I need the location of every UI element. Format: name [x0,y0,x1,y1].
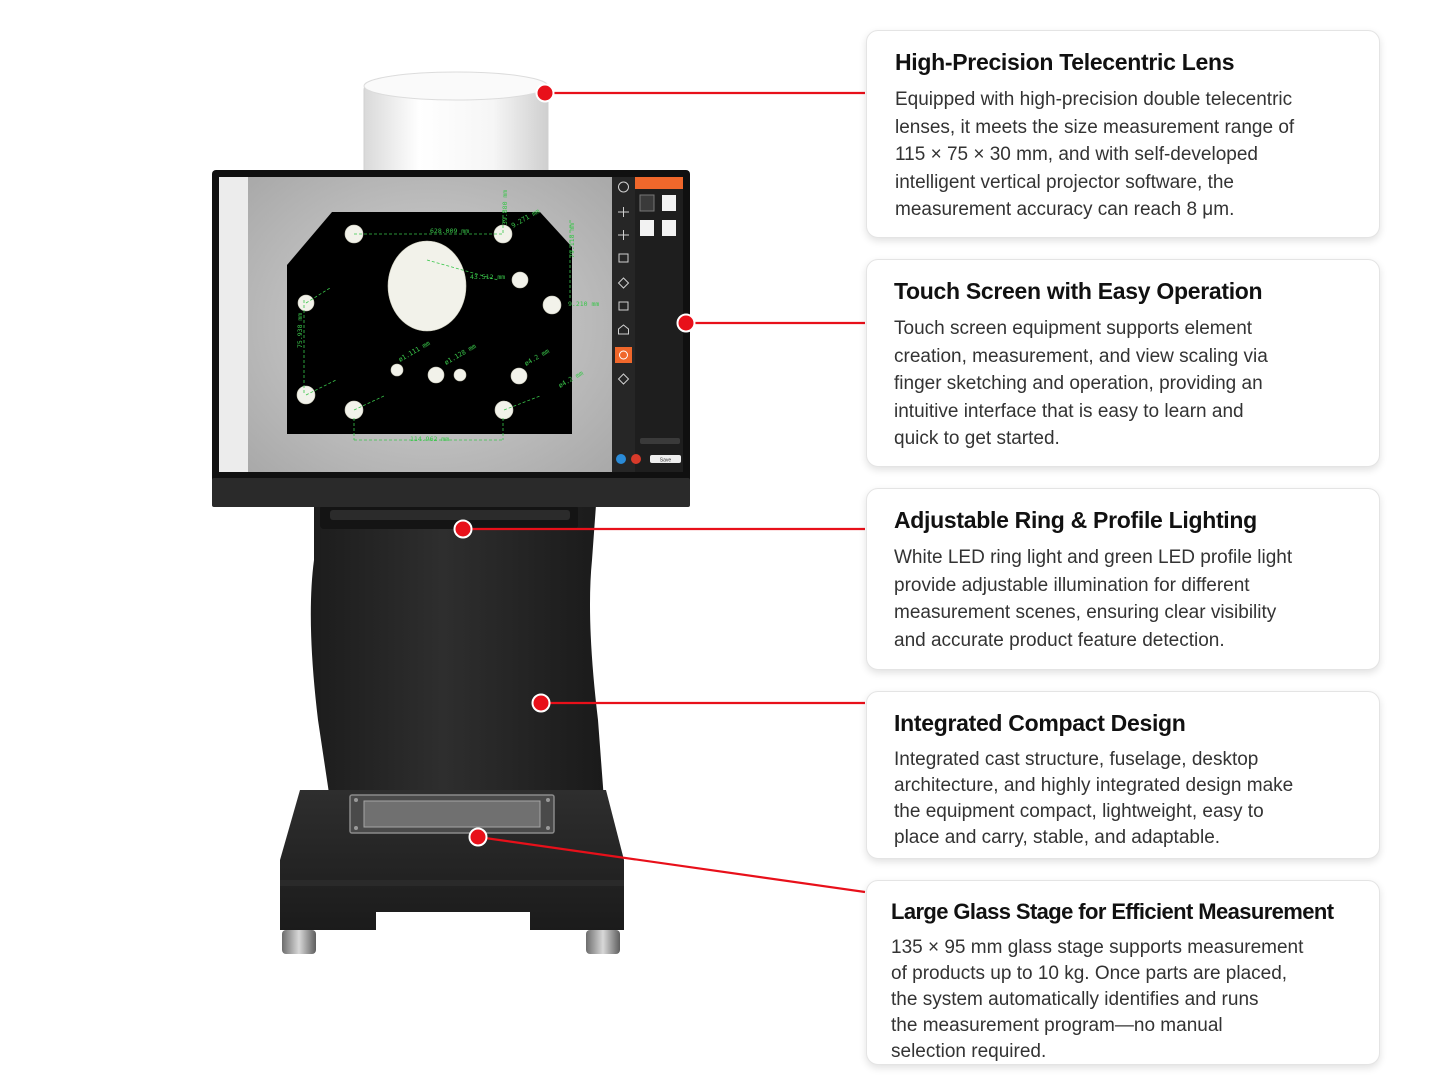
feature-card-telecentric-lens: High-Precision Telecentric Lens Equipped… [866,30,1380,238]
feature-line: creation, measurement, and view scaling … [894,345,1268,367]
feature-card-lighting: Adjustable Ring & Profile Lighting White… [866,488,1380,670]
dimension-line [305,379,337,396]
feature-title: Integrated Compact Design [894,710,1186,736]
dimension-label: 114.962 mm [410,435,449,443]
feature-line: selection required. [891,1041,1047,1062]
dimension-label: 79.118 mm [568,223,576,258]
dimension-line [503,395,541,411]
callout-dot [531,693,551,713]
feature-line: 115 × 75 × 30 mm, and with self-develope… [895,144,1258,165]
feature-line: White LED ring light and green LED profi… [894,547,1293,568]
feature-title: Touch Screen with Easy Operation [894,278,1263,304]
feature-description: Integrated cast structure, fuselage, des… [894,747,1353,851]
feature-line: quick to get started. [894,428,1060,449]
callout-dot [453,519,473,539]
feature-card-touch-screen: Touch Screen with Easy Operation Touch s… [866,259,1380,467]
glass-stage [349,794,555,834]
feature-description: White LED ring light and green LED profi… [894,544,1353,654]
crosshair-icon [618,230,629,240]
toolbar-active-icon [615,347,632,363]
feature-line: the system automatically identifies and … [891,989,1259,1010]
feature-line: the measurement program—no manual [891,1015,1223,1036]
feature-line: measurement scenes, ensuring clear visib… [894,602,1277,623]
feature-line: finger sketching and operation, providin… [894,373,1263,394]
dimension-line [353,395,385,411]
feature-title: Large Glass Stage for Efficient Measurem… [891,899,1334,924]
feature-line: provide adjustable illumination for diff… [894,574,1250,596]
feature-card-compact-design: Integrated Compact Design Integrated cas… [866,691,1380,859]
feature-line: Integrated cast structure, fuselage, des… [894,749,1259,770]
machine-column [310,505,604,800]
panel-save-button: Save [660,458,672,464]
callout-dot [676,313,696,333]
feature-line: architecture, and highly integrated desi… [894,775,1294,796]
part-hole [510,367,528,385]
dimension-label: 39.880 mm [501,190,509,225]
feature-card-glass-stage: Large Glass Stage for Efficient Measurem… [866,880,1380,1065]
feature-title: Adjustable Ring & Profile Lighting [894,507,1257,533]
download-icon [618,181,629,193]
callout-dot [468,827,488,847]
part-hole [390,363,404,377]
feature-line: measurement accuracy can reach 8 μm. [895,199,1235,220]
dimension-label: 9.210 mm [568,300,599,308]
feature-line: the equipment compact, lightweight, easy… [894,801,1264,822]
part-hole [511,271,529,289]
feature-line: and accurate product feature detection. [894,629,1225,651]
feature-line: of products up to 10 kg. Once parts are … [891,963,1288,984]
machine-feet [282,930,620,954]
crosshair-icon [618,207,629,217]
dimension-label: 75.938 mm [296,313,304,348]
feature-description: Touch screen equipment supports element … [894,315,1353,453]
home-icon [618,324,629,335]
feature-title: High-Precision Telecentric Lens [895,49,1235,75]
diamond-icon [617,277,630,289]
dimension-label: 43.512 mm [470,273,505,281]
tool-icon [618,301,629,311]
tool-icon [618,253,629,263]
feature-line: intuitive interface that is easy to lear… [894,400,1244,422]
telecentric-lens [363,71,549,181]
target-icon [619,350,628,360]
part-hole [453,368,467,382]
feature-description: Equipped with high-precision double tele… [895,86,1353,224]
machine-base [280,790,624,954]
feature-line: lenses, it meets the size measurement ra… [895,116,1295,138]
part-hole [427,366,445,384]
feature-line: place and carry, stable, and adaptable. [894,827,1221,848]
callout-line [477,835,866,894]
dimension-line [426,259,499,281]
feature-line: intelligent vertical projector software,… [895,171,1234,193]
feature-description: 135 × 95 mm glass stage supports measure… [891,935,1361,1065]
dimension-label: 628.009 mm [430,227,469,235]
part-hole [542,295,562,315]
callout-lines [453,83,866,894]
diamond-icon [617,373,630,385]
feature-line: Equipped with high-precision double tele… [895,89,1293,110]
feature-line: Touch screen equipment supports element [894,318,1253,339]
callout-dot [535,83,555,103]
part-center-bore [387,240,467,332]
feature-line: 135 × 95 mm glass stage supports measure… [891,937,1304,958]
